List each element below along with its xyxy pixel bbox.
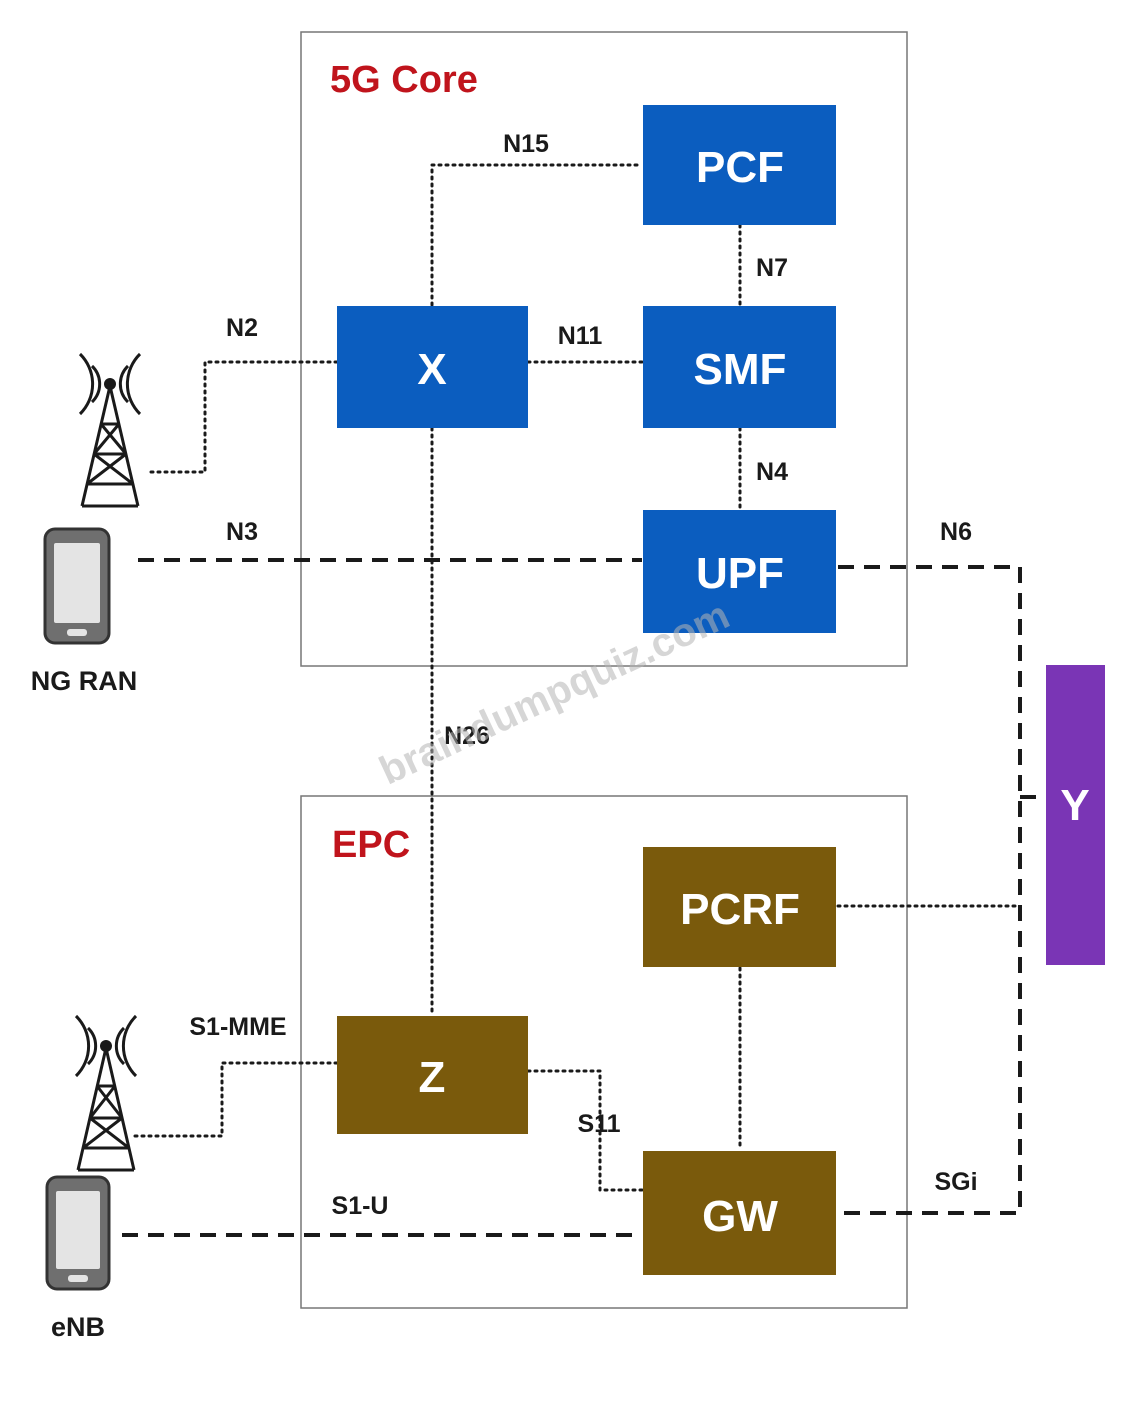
y-node: Y bbox=[1046, 665, 1105, 965]
smf-node: SMF bbox=[643, 306, 836, 428]
pcf-node: PCF bbox=[643, 105, 836, 225]
gw-box bbox=[643, 1151, 836, 1275]
x-box bbox=[337, 306, 528, 428]
upf-label: UPF bbox=[696, 549, 784, 598]
ng-ran-mobile-phone-icon bbox=[43, 527, 111, 645]
n15-link bbox=[430, 163, 644, 307]
z-label: Z bbox=[419, 1053, 446, 1102]
n15-label: N15 bbox=[503, 130, 549, 158]
x-node: X bbox=[337, 306, 528, 428]
z-box bbox=[337, 1016, 528, 1134]
z-node: Z bbox=[337, 1016, 528, 1134]
upf-box bbox=[643, 510, 836, 633]
n11-label: N11 bbox=[558, 322, 603, 350]
y-label: Y bbox=[1060, 781, 1089, 830]
n7-label: N7 bbox=[756, 254, 788, 282]
pcrf-label: PCRF bbox=[680, 885, 800, 934]
pcf-box bbox=[643, 105, 836, 225]
pcrf-box bbox=[643, 847, 836, 967]
n6-sgi-link bbox=[838, 565, 1022, 1215]
s11-label: S11 bbox=[577, 1110, 620, 1138]
gw-node: GW bbox=[643, 1151, 836, 1275]
gw-label: GW bbox=[702, 1192, 778, 1241]
n6-label: N6 bbox=[940, 518, 972, 546]
s1-mme-link bbox=[133, 1061, 339, 1138]
s1-mme-label: S1-MME bbox=[189, 1013, 286, 1041]
enb-mobile-phone-icon bbox=[45, 1175, 111, 1291]
enb-label: eNB bbox=[51, 1312, 105, 1342]
n2-label: N2 bbox=[226, 314, 258, 342]
s1-u-label: S1-U bbox=[332, 1192, 389, 1220]
upf-node: UPF bbox=[643, 510, 836, 633]
enb-antenna-tower-icon bbox=[74, 1014, 138, 1172]
n2-link bbox=[146, 360, 339, 474]
pcrf-node: PCRF bbox=[643, 847, 836, 967]
sgi-label: SGi bbox=[934, 1168, 977, 1196]
5g-core-title: 5G Core bbox=[330, 59, 478, 101]
smf-box bbox=[643, 306, 836, 428]
y-box bbox=[1046, 665, 1105, 965]
n26-label: N26 bbox=[444, 722, 490, 750]
ng-ran-antenna-tower-icon bbox=[78, 352, 142, 508]
s11-link bbox=[526, 1069, 644, 1192]
epc-title: EPC bbox=[332, 824, 410, 866]
n4-label: N4 bbox=[756, 458, 788, 486]
ng-ran-label: NG RAN bbox=[31, 666, 138, 696]
pcf-label: PCF bbox=[696, 143, 784, 192]
smf-label: SMF bbox=[694, 345, 787, 394]
n3-label: N3 bbox=[226, 518, 258, 546]
x-label: X bbox=[417, 345, 446, 394]
